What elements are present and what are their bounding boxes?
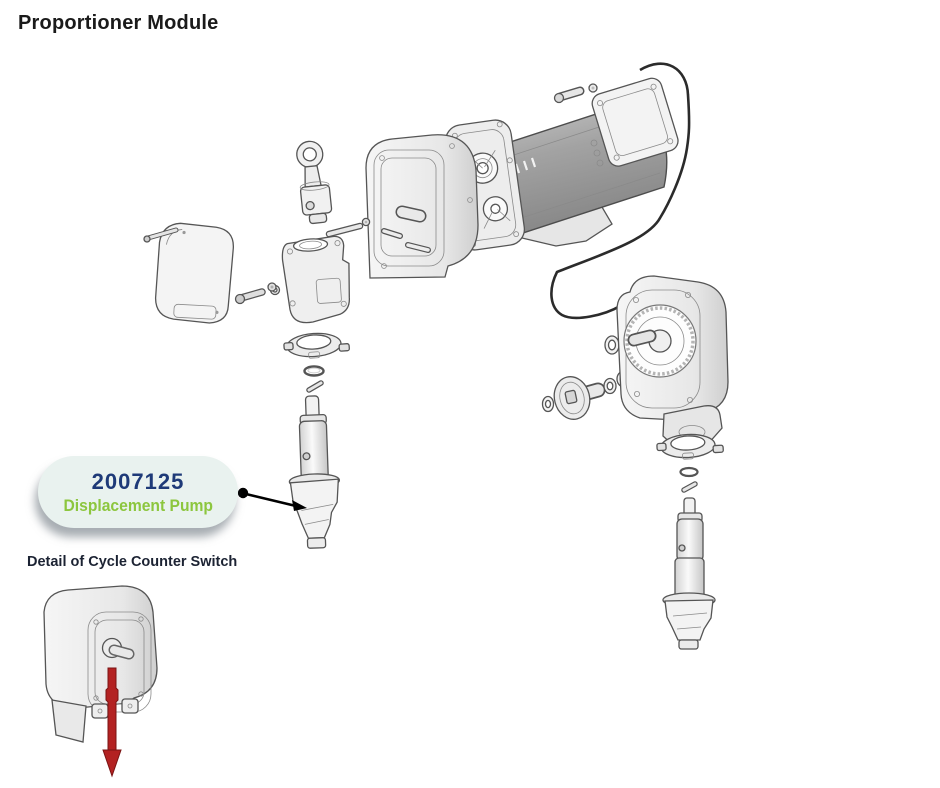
cover-boss [395,205,427,223]
part-number: 2007125 [91,468,185,494]
pump-clamp-collar [283,332,350,359]
displacement-pump-right [662,497,716,650]
gearbox-cover [365,134,479,279]
mounting-bolt [234,288,266,305]
front-cover [154,222,234,324]
motor-end-cap [591,77,679,167]
page-title: Proportioner Module [18,12,219,34]
housing-side-nut [267,282,277,292]
gear-housing-right [616,275,729,449]
piston-pin-right [681,481,698,493]
motor-terminals [590,139,604,167]
motor-screw [553,86,585,104]
thrust-washer-small [541,395,555,413]
cover-screw [143,227,179,243]
detail-section-label: Detail of Cycle Counter Switch [27,554,238,570]
displacement-pump-left [288,395,341,549]
part-name: Displacement Pump [63,495,213,515]
drive-pin [325,222,364,238]
power-cable [550,62,691,320]
cycle-counter-housing [43,585,158,743]
cycle-counter-switch-arrow [102,667,122,778]
retaining-nut [361,217,371,227]
o-ring-right [679,466,699,478]
drive-pulley [553,376,606,420]
pump-housing [281,235,351,324]
piston-pin [306,380,324,393]
callout-arrow [237,487,307,511]
part-callout: 2007125 Displacement Pump [38,456,238,528]
motor-nut [588,83,598,93]
o-ring [303,365,325,377]
clamp-collar-right [656,433,724,460]
connecting-rod [296,140,333,225]
